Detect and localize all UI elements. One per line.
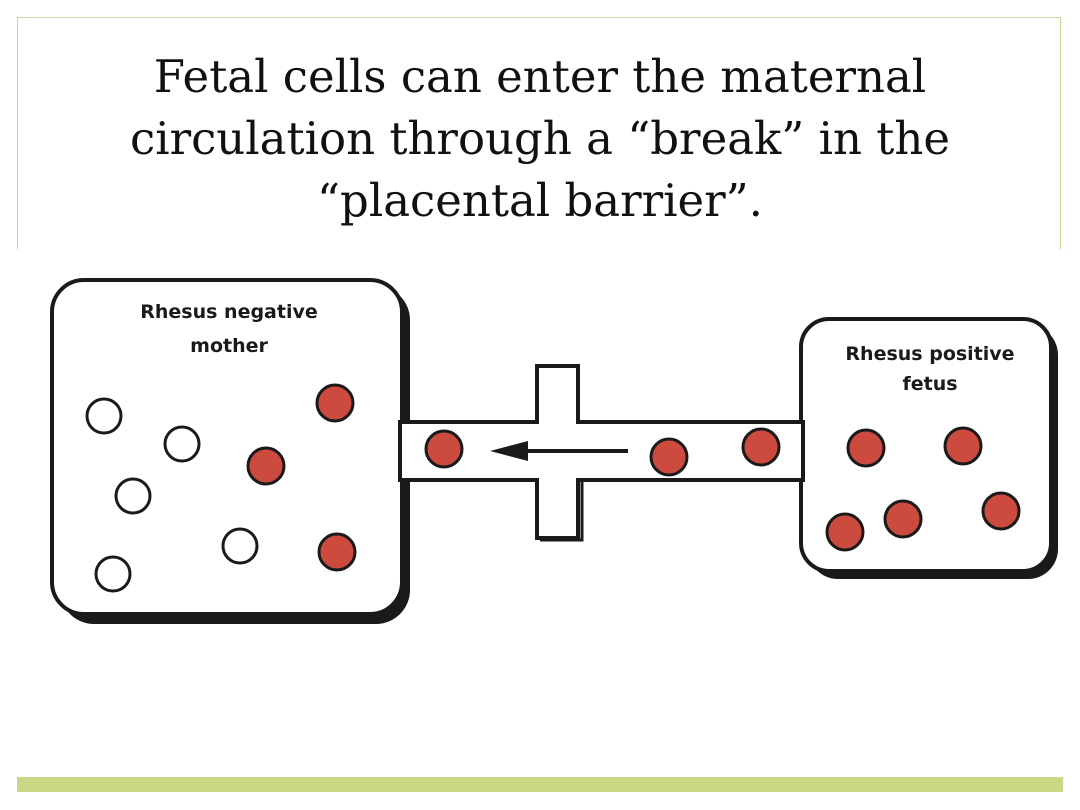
title-line-1: Fetal cells can enter the maternal [153, 50, 927, 103]
title-line-3: “placental barrier”. [317, 174, 763, 227]
rh-positive-cell [741, 427, 781, 467]
rh-negative-cell [221, 527, 259, 565]
fetus-label-2: fetus [902, 373, 957, 395]
rh-positive-cell [424, 429, 464, 469]
rh-positive-cell [943, 426, 983, 466]
mother-label-1: Rhesus negative [140, 301, 318, 323]
tube-break-shadow [540, 482, 584, 542]
fetus-label-1: Rhesus positive [845, 343, 1014, 365]
rh-positive-cell [246, 446, 286, 486]
rh-positive-cell [317, 532, 357, 572]
rh-negative-cell [94, 555, 132, 593]
rh-negative-cell [163, 425, 201, 463]
mother-label-2: mother [190, 335, 268, 357]
flow-arrow-head [490, 441, 528, 461]
slide-title: Fetal cells can enter the maternal circu… [40, 46, 1040, 232]
rh-positive-cell [981, 491, 1021, 531]
rh-positive-cell [825, 512, 865, 552]
footer-accent-bar [17, 777, 1063, 792]
title-line-2: circulation through a “break” in the [130, 112, 950, 165]
rh-positive-cell [315, 383, 355, 423]
rh-negative-cell [114, 477, 152, 515]
rh-positive-cell [883, 499, 923, 539]
title-frame [17, 17, 1061, 249]
rh-negative-cell [85, 397, 123, 435]
rh-positive-cell [846, 428, 886, 468]
rh-positive-cell [649, 437, 689, 477]
